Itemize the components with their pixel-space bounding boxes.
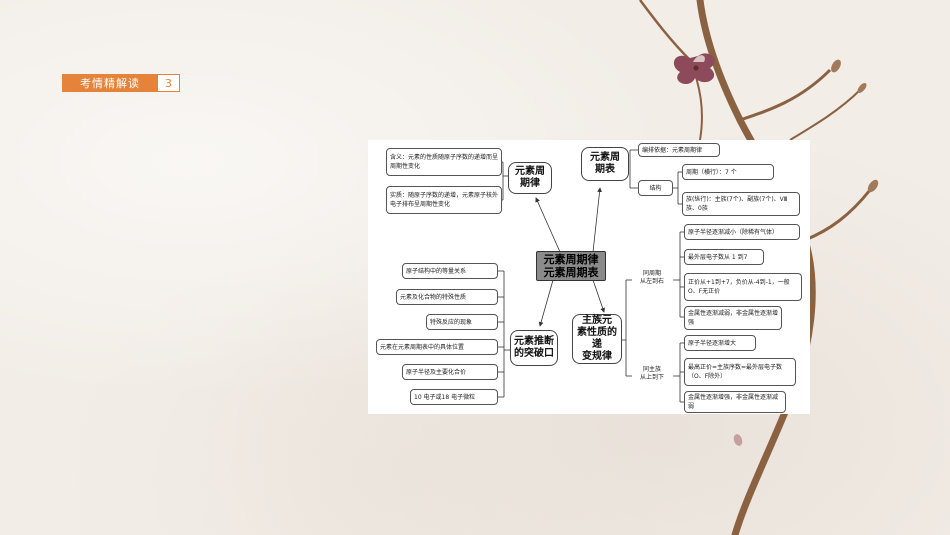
mind-map-connectors	[498, 149, 684, 403]
section-title: 考情精解读	[62, 74, 158, 92]
center-topic: 元素周期律 元素周期表	[536, 251, 606, 281]
table-basis: 编排依据：元素周期律	[638, 143, 720, 157]
section-header: 考情精解读 3	[62, 74, 180, 92]
period-item-electrons: 最外层电子数从 1 到7	[684, 249, 764, 265]
breakthrough-item-electrons: 10 电子或18 电子微粒	[410, 389, 498, 405]
breakthrough-item-radius: 原子半径及主要化合价	[402, 364, 498, 380]
law-node: 元素周 期律	[508, 162, 552, 194]
breakthrough-item-equal: 原子结构中的等量关系	[402, 263, 498, 279]
table-structure-period: 周期（横行）：7 个	[682, 164, 774, 180]
table-structure-group: 族(纵行)：主族(7个)、副族(7个)、Ⅷ族、0族	[682, 192, 800, 216]
breakthrough-item-properties: 元素及化合物的特殊性质	[396, 289, 498, 305]
trend-node: 主族元 素性质的递 变规律	[572, 314, 622, 364]
period-label: 同周期 从左到右	[639, 270, 664, 285]
period-item-valence: 正价从+1到+7，负价从-4到-1，一般O、F无正价	[684, 273, 802, 301]
group-item-radius: 原子半径逐渐增大	[684, 335, 756, 351]
mind-map: 元素周期律 元素周期表 元素周 期律 含义：元素的性质随原子序数的递增而呈周期性…	[368, 140, 810, 414]
law-item-essence: 实质：随原子序数的递增，元素原子核外电子排布呈周期性变化	[386, 186, 502, 214]
breakthrough-node: 元素推断 的突破口	[510, 330, 558, 366]
period-item-metallic: 金属性逐渐减弱，非金属性逐渐增强	[684, 306, 782, 330]
breakthrough-item-position: 元素在元素周期表中的具体位置	[376, 339, 498, 355]
group-item-metallic: 金属性逐渐增强，非金属性逐渐减弱	[684, 391, 786, 413]
period-item-radius: 原子半径逐渐减小（除稀有气体）	[684, 224, 800, 240]
table-node: 元素周 期表	[581, 147, 629, 181]
group-item-valence: 最高正价=主族序数=最外层电子数（O、F除外）	[684, 358, 796, 386]
page-number: 3	[158, 74, 180, 92]
breakthrough-item-reaction: 特殊反应的现象	[426, 314, 498, 330]
table-structure-label: 结构	[638, 180, 673, 196]
group-label: 同主族 从上到下	[639, 366, 664, 381]
flower-icon	[673, 53, 715, 85]
law-item-definition: 含义：元素的性质随原子序数的递增而呈周期性变化	[386, 148, 502, 176]
